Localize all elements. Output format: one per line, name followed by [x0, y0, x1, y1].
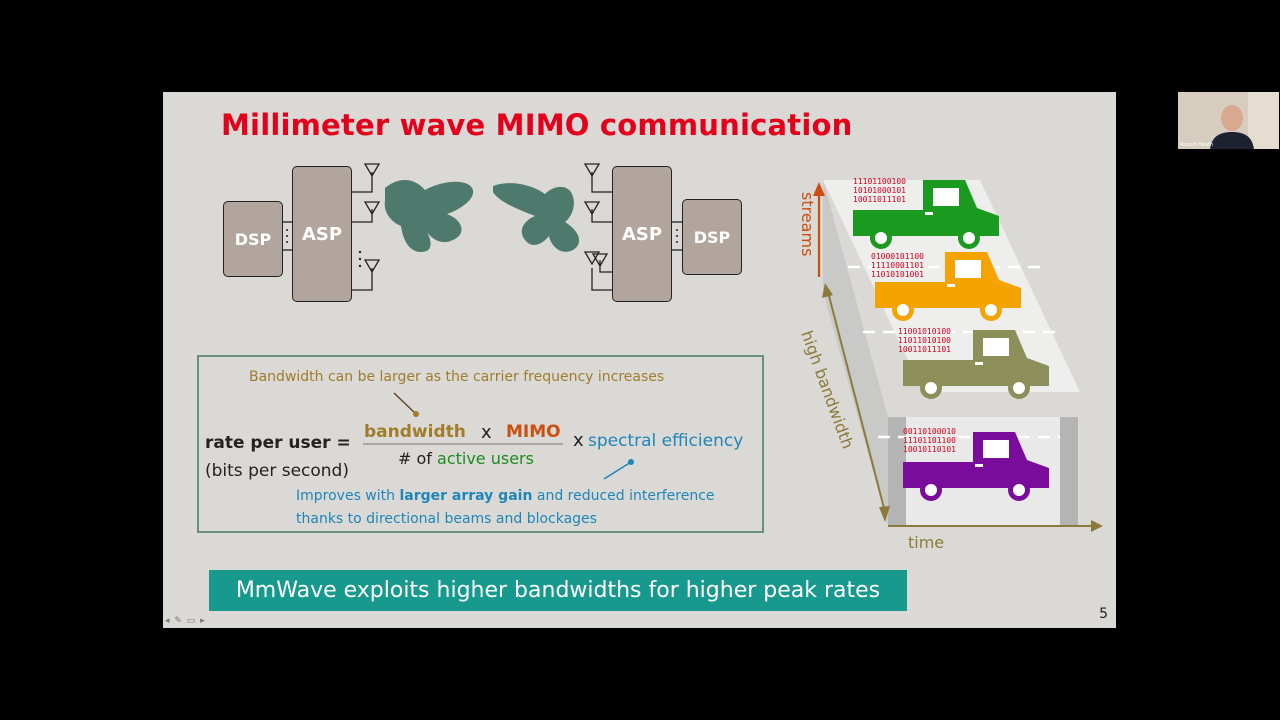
- times-sign-1: x: [481, 422, 492, 443]
- truck-icon: [853, 180, 999, 249]
- page-number: 5: [1099, 606, 1108, 622]
- tx-asp-block: ASP: [292, 166, 352, 302]
- slide: Millimeter wave MIMO communication DSP A…: [163, 92, 1116, 628]
- spectral-note-line1: Improves with larger array gain and redu…: [296, 488, 715, 504]
- bit-stream-3: 11001010100 11011010100 10011011101: [898, 327, 951, 354]
- tx-beam-icon: [384, 179, 474, 252]
- rx-dsp-label: DSP: [693, 227, 731, 247]
- rx-dsp-block: DSP: [682, 199, 742, 275]
- mimo-term: MIMO: [506, 422, 561, 442]
- spectral-note-prefix: Improves with: [296, 488, 396, 504]
- webcam-thumbnail[interactable]: Robert Heath: [1178, 92, 1279, 149]
- spectral-efficiency-term: spectral efficiency: [588, 431, 744, 451]
- tx-dsp-block: DSP: [223, 201, 283, 277]
- times-sign-2: x: [573, 430, 584, 451]
- summary-banner: MmWave exploits higher bandwidths for hi…: [209, 570, 907, 611]
- tx-asp-label: ASP: [301, 223, 343, 245]
- spectral-note-bold: larger array gain: [399, 488, 533, 504]
- active-users-term: active users: [437, 449, 534, 468]
- rx-asp-label: ASP: [621, 223, 663, 245]
- slide-nav-icons[interactable]: ◂ ✎ ▭ ▸: [165, 616, 206, 626]
- rx-beam-icon: [493, 183, 580, 252]
- rate-equation-box: [197, 355, 764, 533]
- bit-stream-1: 11101100100 10101000101 10011011101: [853, 177, 906, 204]
- antenna-icon: [363, 163, 609, 274]
- presenter-name: Robert Heath: [1180, 142, 1214, 148]
- spectral-note-line2: thanks to directional beams and blockage…: [296, 511, 597, 527]
- truck-icon: [875, 252, 1021, 321]
- time-axis-label: time: [908, 533, 945, 552]
- bandwidth-term: bandwidth: [364, 422, 466, 442]
- rate-units-label: (bits per second): [205, 461, 349, 481]
- rx-asp-block: ASP: [612, 166, 672, 302]
- rate-per-user-label: rate per user =: [205, 433, 351, 453]
- bit-stream-4: 00110100010 11101101100 10010110101: [903, 427, 956, 454]
- truck-icon: [903, 330, 1049, 399]
- slide-title: Millimeter wave MIMO communication: [221, 108, 853, 142]
- denominator-prefix: # of: [398, 449, 432, 468]
- denominator: # of active users: [398, 449, 534, 468]
- bit-stream-2: 01000101100 11110001101 11010101001: [871, 252, 924, 279]
- presenter-avatar: [1178, 92, 1279, 149]
- tx-dsp-label: DSP: [234, 229, 272, 249]
- antenna-beam-diagram: [283, 163, 682, 291]
- truck-icon: [903, 432, 1049, 501]
- bandwidth-note: Bandwidth can be larger as the carrier f…: [249, 369, 665, 385]
- trucks-svg: [853, 180, 1049, 501]
- spectral-note-suffix: and reduced interference: [536, 488, 715, 504]
